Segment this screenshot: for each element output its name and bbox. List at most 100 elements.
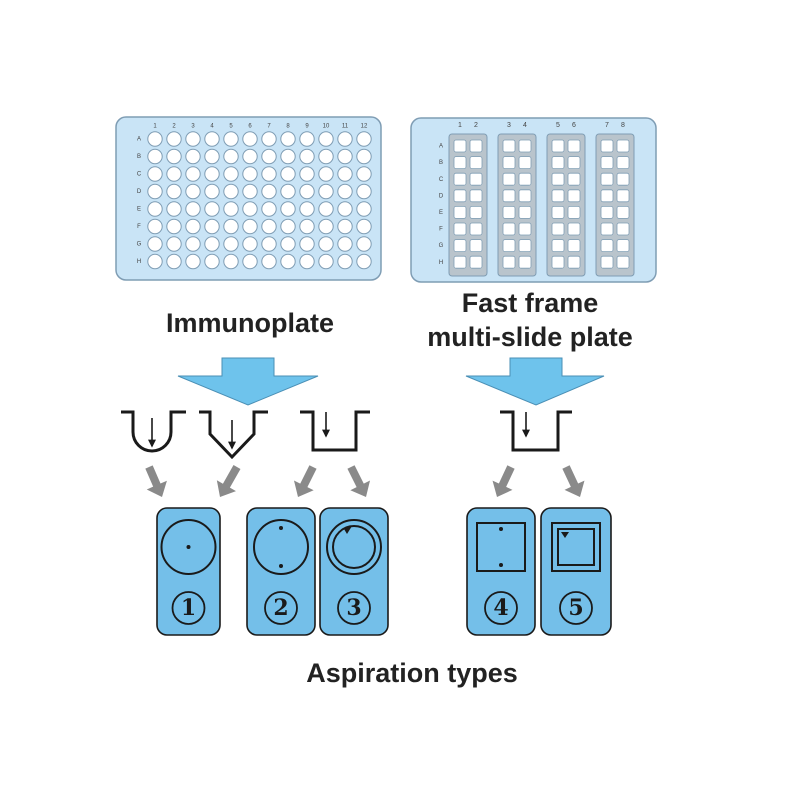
blue-arrow-icon [177,357,319,406]
flat-bottom-well-icon [500,410,572,452]
tile-body [246,507,316,636]
slide-well [518,205,532,219]
fast-frame-label: Fast frame multi-slide plate [400,286,660,354]
grey-arrow-icon [562,465,585,497]
immunoplate-well [223,166,239,182]
immunoplate-well [223,236,239,252]
immunoplate-well [337,131,353,147]
slide-well [453,222,467,236]
immunoplate-well [299,148,315,165]
slide-well [616,239,630,253]
immunoplate-column-label: 7 [267,124,271,130]
slide-well [616,172,630,186]
slide-well [518,222,532,236]
immunoplate-well [204,218,220,235]
immunoplate-well [337,166,353,182]
immunoplate-well [204,236,220,252]
aspiration-type-number: 4 [493,595,508,621]
slide-well [600,156,614,170]
slide-well [551,139,565,153]
round-bottom-well-icon [121,410,186,453]
immunoplate-well [185,183,201,200]
immunoplate-well [166,253,182,270]
slide-well [567,205,581,219]
fast-frame-column-label: 2 [474,122,478,129]
immunoplate-well [166,166,182,182]
immunoplate-well [185,236,201,252]
immunoplate-well [147,166,163,182]
immunoplate-column-label: 5 [229,124,233,130]
slide-well [600,189,614,203]
immunoplate-well [223,201,239,217]
slide-well [551,205,565,219]
slide-well [567,239,581,253]
number-badge [264,591,298,625]
fast-frame-row-label: D [439,193,444,199]
immunoplate-well [318,201,334,217]
immunoplate-well [242,148,258,165]
immunoplate-well [147,148,163,165]
immunoplate-well [299,183,315,200]
immunoplate-well [242,253,258,270]
slide-well [616,139,630,153]
immunoplate-well [204,131,220,147]
fast-frame-label-line1: Fast frame [461,288,599,318]
v-bottom-well-icon [199,410,268,460]
slide-well [616,205,630,219]
immunoplate-well [261,148,277,165]
immunoplate-row-label: G [137,242,142,248]
aspiration-type-tile: 1 [156,507,221,636]
circular-well-icon [326,519,382,575]
slide-well [469,239,483,253]
immunoplate-well [242,183,258,200]
slide-well [616,255,630,269]
slide-well [502,156,516,170]
immunoplate-well [280,201,296,217]
immunoplate-well [223,131,239,147]
fast-frame-row-label: F [439,227,443,233]
grey-arrow-icon [145,465,167,497]
immunoplate-well [166,183,182,200]
immunoplate-well [356,253,372,270]
slide-well [567,189,581,203]
slide-well [518,239,532,253]
immunoplate-well [242,201,258,217]
aspiration-point-icon [186,545,191,549]
slide-well [551,156,565,170]
aspiration-point-icon [279,526,283,530]
immunoplate-well [185,166,201,182]
fast-frame-row-label: H [439,260,443,266]
blue-arrow-icon [465,357,605,406]
sweep-path-icon [332,525,376,569]
immunoplate-well [223,218,239,235]
immunoplate-well [261,236,277,252]
aspiration-type-number: 3 [346,595,361,621]
immunoplate-well [261,218,277,235]
slide-well [567,156,581,170]
immunoplate-column-label: 11 [342,124,349,130]
fast-frame-row-label: B [439,160,443,166]
immunoplate-column-label: 9 [305,124,309,130]
number-badge [559,591,593,625]
slide-well [469,205,483,219]
fast-frame-column-label: 4 [523,122,527,129]
immunoplate-well [280,131,296,147]
immunoplate-well [356,201,372,217]
immunoplate-well [223,253,239,270]
slide-well [453,172,467,186]
immunoplate-well [166,131,182,147]
sweep-direction-icon [561,532,569,538]
number-badge [337,591,371,625]
slide-well [518,255,532,269]
slide-well [502,222,516,236]
slide-frame [595,133,635,277]
aspiration-point-icon [499,527,503,531]
aspiration-point-icon [499,563,503,567]
aspiration-type-tile: 5 [540,507,612,636]
immunoplate-label: Immunoplate [165,308,334,338]
slide-well [567,172,581,186]
immunoplate-well [356,183,372,200]
immunoplate-well [356,148,372,165]
